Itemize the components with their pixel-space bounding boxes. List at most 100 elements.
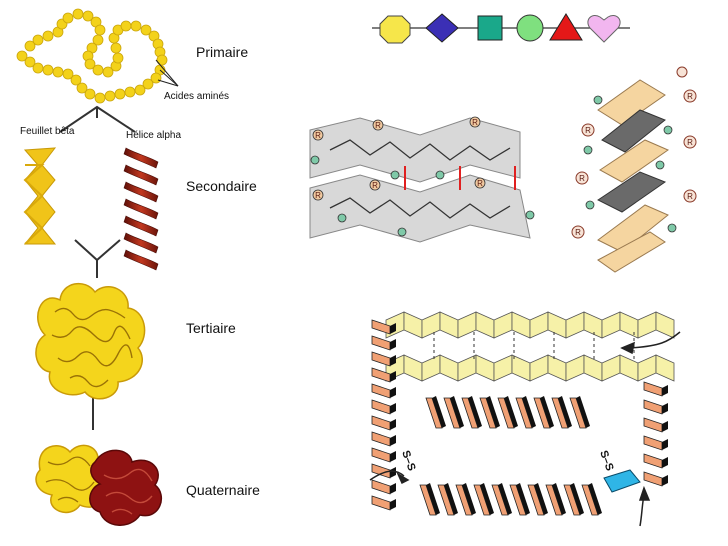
label-tertiary: Tertiaire [186, 320, 236, 336]
amino-acid-bead [32, 62, 44, 74]
strand-segment [457, 354, 477, 382]
coil-shadow [576, 396, 590, 428]
coil-turn [371, 415, 391, 431]
coil-shadow [558, 396, 572, 428]
strand-segment [403, 354, 423, 382]
disulfide-label: S–S [399, 449, 417, 473]
coil-shadow [390, 467, 396, 478]
amino-acid-bead [94, 92, 106, 104]
green-circle-icon [516, 14, 544, 42]
coil-shadow [390, 371, 396, 382]
coil-shadow [462, 483, 476, 515]
coil-turn [643, 453, 663, 469]
strand-segment [619, 311, 639, 339]
coil-shadow [662, 457, 668, 468]
coil-turn [371, 447, 391, 463]
coil-shadow [662, 439, 668, 450]
residue-label: R [687, 138, 693, 147]
coil-shadow [480, 483, 494, 515]
strand-segment [565, 311, 585, 339]
disulfide-cyan-block [603, 469, 641, 493]
amino-acid-chain [16, 8, 168, 104]
amino-acid-bead [130, 20, 142, 32]
amino-acid-bead [92, 34, 104, 46]
strand-segment [493, 354, 513, 382]
coil-shadow [450, 396, 464, 428]
coil-shadow [390, 499, 396, 510]
amino-acid-bead [82, 10, 94, 22]
amino-acid-bead [102, 66, 114, 78]
alpha-helix-icon [123, 147, 159, 271]
coil-turn [643, 471, 663, 487]
strand-segment [421, 311, 441, 339]
residue-label: R [687, 192, 693, 201]
coil-turn [371, 335, 391, 351]
coil-shadow [522, 396, 536, 428]
strand-segment [403, 311, 423, 339]
strand-segment [637, 354, 657, 382]
coil-shadow [390, 419, 396, 430]
residue-label: R [472, 118, 478, 127]
amino-pointer-lines [155, 59, 179, 87]
residue-label: R [579, 174, 585, 183]
alpha-helix-atomic-diagram [571, 66, 697, 273]
coil-shadow [588, 483, 602, 515]
helix-coil-bottom [419, 483, 602, 516]
helix-coil-left [371, 319, 396, 511]
residue-label: R [687, 92, 693, 101]
coil-shadow [662, 385, 668, 396]
teal-square-icon [477, 15, 503, 41]
coil-turn [643, 417, 663, 433]
strand-segment [457, 311, 477, 339]
strand-segment [493, 311, 513, 339]
amino-acid-bead [70, 74, 82, 86]
helix-coil-middle [425, 396, 590, 429]
coil-shadow [552, 483, 566, 515]
amino-acid-bead [76, 82, 88, 94]
strand-segment [439, 311, 459, 339]
strand-segment [637, 311, 657, 339]
strand-segment [547, 354, 567, 382]
strand-segment [475, 311, 495, 339]
strand-segment [511, 354, 531, 382]
helix-turn [123, 249, 159, 271]
blue-diamond-icon [425, 13, 459, 43]
amino-acid-bead [62, 12, 74, 24]
strand-segment [601, 354, 621, 382]
tertiary-schematic [369, 311, 681, 527]
residue-label: R [585, 126, 591, 135]
helix-turn [123, 198, 159, 220]
residue-label: R [315, 191, 321, 200]
amino-acid-bead [62, 68, 74, 80]
coil-turn [371, 431, 391, 447]
amino-acid-bead [142, 78, 154, 90]
strand-segment [601, 311, 621, 339]
strand-segment [583, 354, 603, 382]
residue-label: R [372, 181, 378, 190]
strand-segment [529, 354, 549, 382]
amino-acid-bead [114, 88, 126, 100]
coil-shadow [486, 396, 500, 428]
label-quaternary: Quaternaire [186, 482, 260, 498]
coil-shadow [390, 339, 396, 350]
coil-shadow [432, 396, 446, 428]
amino-acid-bead [124, 86, 136, 98]
coil-turn [371, 495, 391, 511]
amino-acid-bead [94, 24, 106, 36]
strand-segment [439, 354, 459, 382]
label-secondary: Secondaire [186, 178, 257, 194]
coil-turn [371, 479, 391, 495]
coil-shadow [390, 451, 396, 462]
coil-shadow [390, 323, 396, 334]
strand-segment [565, 354, 585, 382]
strand-segment [475, 354, 495, 382]
coil-shadow [534, 483, 548, 515]
coil-turn [371, 383, 391, 399]
residue-label: R [315, 131, 321, 140]
amino-acid-bead [134, 84, 146, 96]
coil-shadow [390, 403, 396, 414]
strand-segment [583, 311, 603, 339]
amino-acid-bead [42, 64, 54, 76]
label-amino-acids: Acides aminés [164, 91, 230, 102]
